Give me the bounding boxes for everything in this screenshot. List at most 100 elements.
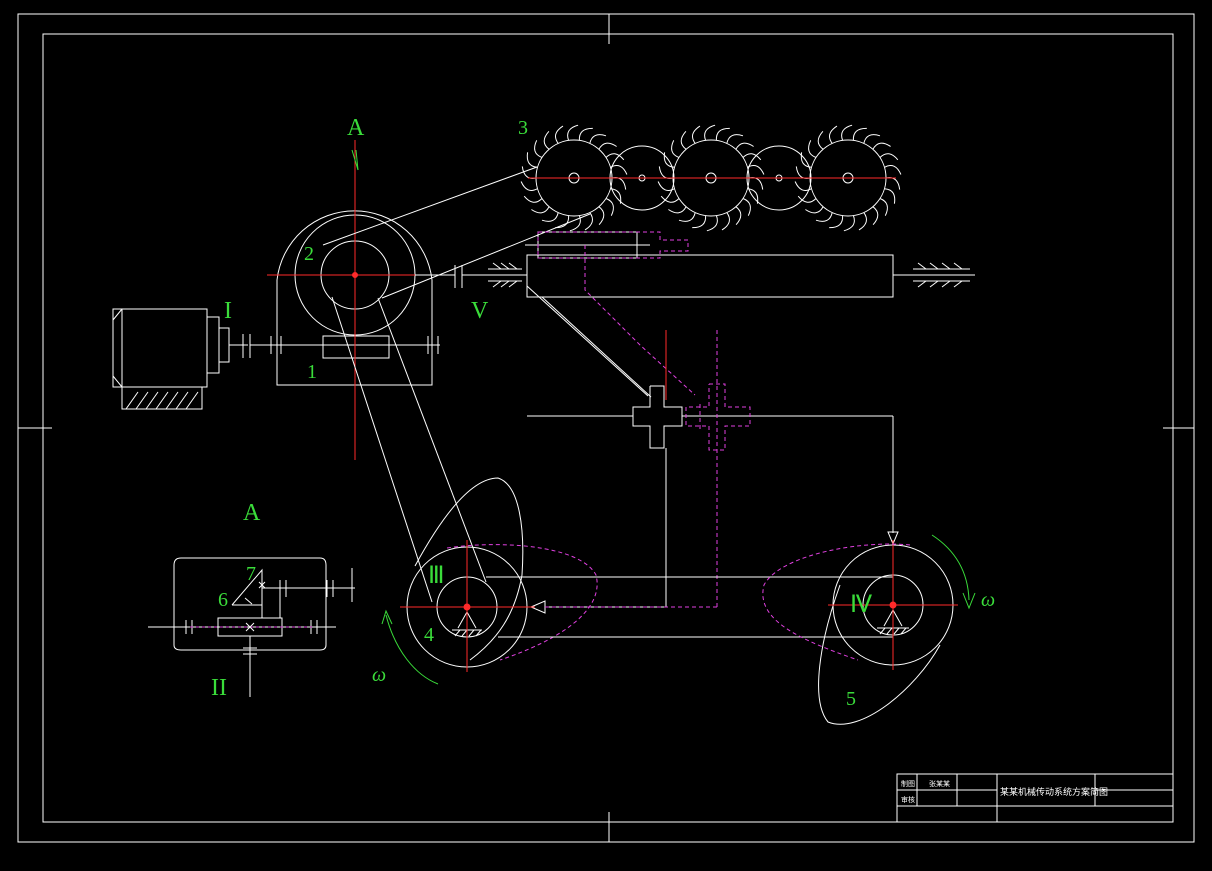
cutter-tooth [598,142,617,150]
cutter-tooth [657,181,675,191]
part-6-label: 6 [218,589,228,611]
section-a-arrow [351,149,359,171]
part-7-label: 7 [246,563,256,585]
cutter-tooth [805,206,824,214]
lower-right-center [828,540,958,670]
cutter-tooth [797,195,817,203]
view-a-marks [245,581,266,632]
cutter-tooth [611,177,627,190]
connecting-rod [526,285,652,398]
roman-v-label: V [471,298,489,324]
cutter-tooth [742,198,751,216]
title-block-text: 制图 张某某 审核 某某机械传动系统方案简图 [901,779,1108,804]
cutter-tooth [534,140,543,158]
roman-iv-label: Ⅳ [850,592,872,618]
omega-right-label: ω [981,589,995,611]
cutter-tooth [815,212,833,222]
cutter-tooth [800,152,812,168]
cutter-tooth [748,177,764,190]
roman-iii-label: Ⅲ [428,563,445,589]
cutter-tooth [605,153,625,161]
cutter-tooth [817,130,824,150]
cutter-tooth [526,152,538,168]
cutter-tooth [829,215,844,229]
omega-left-label: ω [372,664,386,686]
lower-left-center [400,540,535,672]
drawing-title: 某某机械传动系统方案简图 [1000,786,1108,797]
cutter-tooth [520,181,538,191]
cutter-tooth [704,124,716,141]
cutter-tooth [879,153,899,161]
part-5-label: 5 [846,688,856,710]
cutter-tooth [680,130,687,150]
cutter-tooth [884,165,902,175]
cutter-tooth [658,166,674,179]
cutter-tooth [829,125,838,144]
roman-ii-label: II [211,675,227,701]
cutter-tooth [610,188,622,204]
cutter-tooth [858,212,867,231]
electric-motor [112,308,248,410]
part-1-label: 1 [307,361,317,383]
cutter-tooth [726,134,744,144]
cutter-tooth [678,212,696,222]
title-block-r1c2: 张某某 [929,779,950,788]
cutter-tooth [598,206,605,226]
cutter-tooth [610,165,628,175]
cutter-tooth [742,153,762,161]
part-2-label: 2 [304,243,314,265]
cutter-tooth [692,125,701,144]
output-shaft [415,254,975,298]
view-a-label: A [243,500,261,526]
cutter-tooth [523,195,543,203]
cutter-tooth [735,206,742,226]
cutter-tooth [706,215,718,232]
cutter-tooth [841,124,853,141]
cutter-tooth [589,134,607,144]
cutter-tooth [863,134,881,144]
cross-slider-hidden [545,330,751,608]
upper-belt [322,166,591,299]
cutter-tooth [885,177,901,190]
annotations: A A I V II Ⅲ Ⅳ 2 1 3 4 5 6 7 ω ω [211,115,995,710]
lower-right-mechanism [818,544,954,725]
reducer-centerlines [267,140,445,460]
title-block-r2c1: 审核 [901,795,915,804]
cutter-tooth [668,206,687,214]
cutter-teeth-2 [657,124,765,232]
cutter-tooth [794,181,812,191]
cutter-tooth [555,125,564,144]
rotation-arrows [381,534,976,685]
cutter-tooth [569,215,581,232]
cutter-tooth [872,142,891,150]
cross-slider [527,385,899,614]
cutter-tooth [543,130,550,150]
cutter-tooth [735,142,754,150]
cutter-tooth [584,212,593,231]
title-block-r1c1: 制图 [901,779,915,788]
cutter-tooth [715,127,730,141]
slider-block [525,231,650,259]
lower-belt [331,296,487,603]
lower-left-cam-hidden [446,544,598,661]
lower-right-cam-hidden [762,543,911,661]
cutter-tooth [795,166,811,179]
part-4-label: 4 [424,624,434,646]
input-shaft [242,334,440,386]
cutter-tooth [671,140,680,158]
part-3-label: 3 [518,117,528,139]
cutter-tooth [879,198,888,216]
cutter-tooth [808,140,817,158]
cutter-tooth [605,198,614,216]
cutter-tooth [747,188,759,204]
cutter-tooth [663,152,675,168]
cutter-tooth [541,212,559,222]
cutter-tooth [843,215,855,232]
cutter-tooth [531,206,550,214]
cutter-tooth [567,124,579,141]
section-a-label: A [347,115,365,141]
slider-hidden-position [537,231,696,396]
cutter-tooth [692,215,707,229]
